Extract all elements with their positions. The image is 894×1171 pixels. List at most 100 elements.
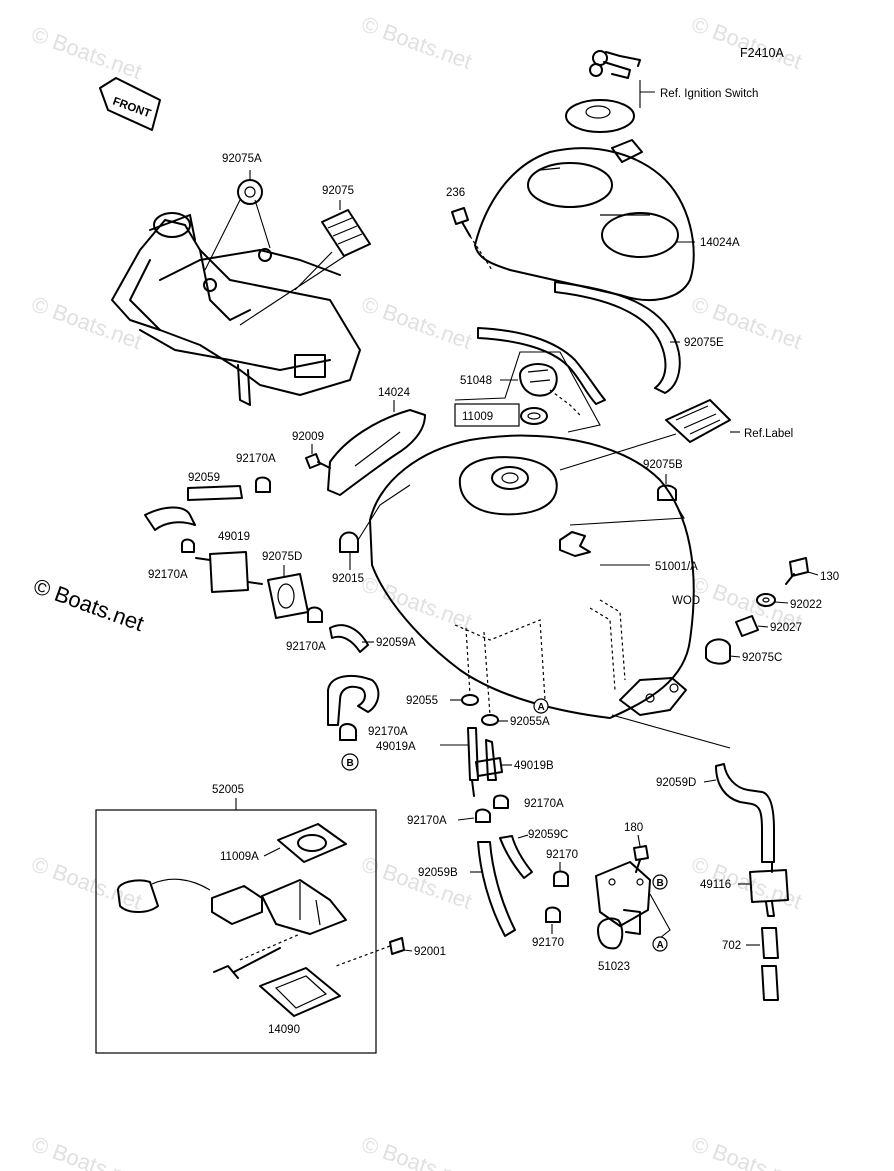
watermarks: © Boats.net © Boats.net © Boats.net © Bo… [28,11,805,1171]
label-92170-1: 92170 [546,849,578,861]
level-sensor-assembly [117,878,347,979]
label-92170A-6: 92170A [407,815,447,827]
bolt-236 [451,207,471,237]
label-92022: 92022 [790,599,822,611]
front-label: FRONT [111,96,152,121]
watermark: © Boats.net [358,571,475,634]
watermark: © Boats.net [28,21,145,84]
label-14090: 14090 [268,1024,300,1036]
label-wod: WOD [672,595,700,607]
watermark: © Boats.net [358,1131,475,1171]
label-49019A: 49019A [376,741,416,753]
hose-92059D [715,763,775,863]
label-ref-ignition-switch: Ref. Ignition Switch [660,88,758,100]
label-49019: 49019 [218,531,250,543]
marker-b-text: B [657,878,664,889]
rubber-92075D [267,573,309,619]
diagram-code: F2410A [740,46,784,60]
label-92170A-1: 92170A [236,453,276,465]
label-92009: 92009 [292,431,324,443]
label-92055A: 92055A [510,716,550,728]
label-92059: 92059 [188,472,220,484]
collar-92027 [735,615,759,637]
bolt-92001 [389,937,405,955]
hose-92059B [477,841,516,937]
label-92170-2: 92170 [532,937,564,949]
label-180: 180 [624,822,643,834]
label-92075: 92075 [322,185,354,197]
watermark: © Boats.net [688,11,805,74]
label-92170A-5: 92170A [524,798,564,810]
label-92075B: 92075B [643,459,683,471]
hose-702 [761,927,779,1001]
rubber-92075 [321,209,371,257]
label-92170A-2: 92170A [148,569,188,581]
bracket-14024 [327,409,426,496]
clip-92170A [475,794,509,823]
label-236: 236 [446,187,465,199]
watermark: © Boats.net [358,11,475,74]
screw-92009 [305,453,331,469]
washer-92022 [756,593,776,607]
motorcycle-frame [111,212,361,406]
fuel-cock-51023 [595,861,651,950]
label-11009: 11009 [462,411,493,423]
label-51001A: 51001/A [655,561,698,573]
label-92001: 92001 [414,946,446,958]
label-130: 130 [820,571,839,583]
label-92059B: 92059B [418,867,458,879]
label-92055: 92055 [406,695,438,707]
label-92015: 92015 [332,573,364,585]
label-92059A: 92059A [376,637,416,649]
label-92075E: 92075E [684,337,724,349]
watermark: © Boats.net [28,291,145,354]
label-14024A: 14024A [700,237,740,249]
bolt-180 [633,845,649,873]
label-49116: 49116 [700,879,731,891]
hose-92059C [499,835,533,879]
oring-92055 [461,694,499,726]
label-92059C: 92059C [528,829,568,841]
label-92075A: 92075A [222,153,262,165]
watermark: © Boats.net [358,291,475,354]
clip-92015 [339,531,359,553]
gasket-11009A [277,823,347,863]
clip-92170A [307,606,323,623]
label-ref-label: Ref.Label [744,428,793,440]
label-92170A-3: 92170A [286,641,326,653]
seal-strip-92075E [477,281,681,405]
bolt-130 [785,557,809,585]
rubber-92075C [705,638,731,665]
rubber-92075B [657,484,677,501]
label-92075C: 92075C [742,652,782,664]
tank-cover-14024A [474,147,695,301]
rubber-92075A [237,179,263,205]
kit-box-52005 [95,809,377,1054]
label-14024: 14024 [378,387,411,399]
hose-92059 [144,485,243,531]
gasket-14090 [259,967,341,1017]
label-49019B: 49019B [514,760,554,772]
label-51023: 51023 [598,961,630,973]
watermark-main: © Boats.net [30,573,147,636]
fuel-tank-51001A [369,434,695,719]
label-92027: 92027 [770,622,802,634]
clip-92170A [181,538,195,553]
label-92170A-4: 92170A [368,726,408,738]
marker-b [341,753,359,771]
gasket-11009 [520,407,548,425]
marker-b [652,874,668,890]
ref-label-plate [665,399,731,443]
label-702: 702 [722,940,741,952]
fuel-filter-49019 [195,551,263,593]
label-11009A: 11009A [220,851,259,863]
hose-92059A [327,624,380,726]
front-arrow: FRONT [99,77,161,131]
label-51048: 51048 [460,375,492,387]
clip-92170A [255,476,271,493]
ignition-keys [565,50,643,163]
label-52005: 52005 [212,784,244,796]
label-92075D: 92075D [262,551,302,563]
